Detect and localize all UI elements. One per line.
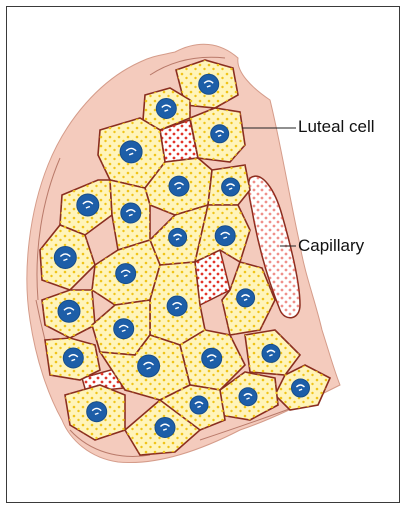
nucleus: [156, 99, 176, 119]
nucleus: [121, 203, 141, 223]
nucleus: [262, 344, 280, 362]
nucleus: [155, 418, 175, 438]
capillary-label: Capillary: [298, 236, 364, 256]
nucleus: [237, 289, 255, 307]
luteal-cell-label: Luteal cell: [298, 117, 375, 137]
nucleus: [169, 228, 187, 246]
nucleus: [190, 396, 208, 414]
nucleus: [167, 296, 187, 316]
nucleus: [199, 74, 219, 94]
nucleus: [211, 125, 229, 143]
nucleus: [292, 379, 310, 397]
nucleus: [58, 300, 80, 322]
nucleus: [202, 348, 222, 368]
nucleus: [120, 141, 142, 163]
nucleus: [77, 194, 99, 216]
nucleus: [63, 348, 83, 368]
nucleus: [116, 264, 136, 284]
nucleus: [222, 178, 240, 196]
nucleus: [239, 388, 257, 406]
nucleus: [215, 226, 235, 246]
nucleus: [138, 355, 160, 377]
nucleus: [54, 247, 76, 269]
nucleus: [169, 176, 189, 196]
nucleus: [87, 402, 107, 422]
nucleus: [114, 319, 134, 339]
